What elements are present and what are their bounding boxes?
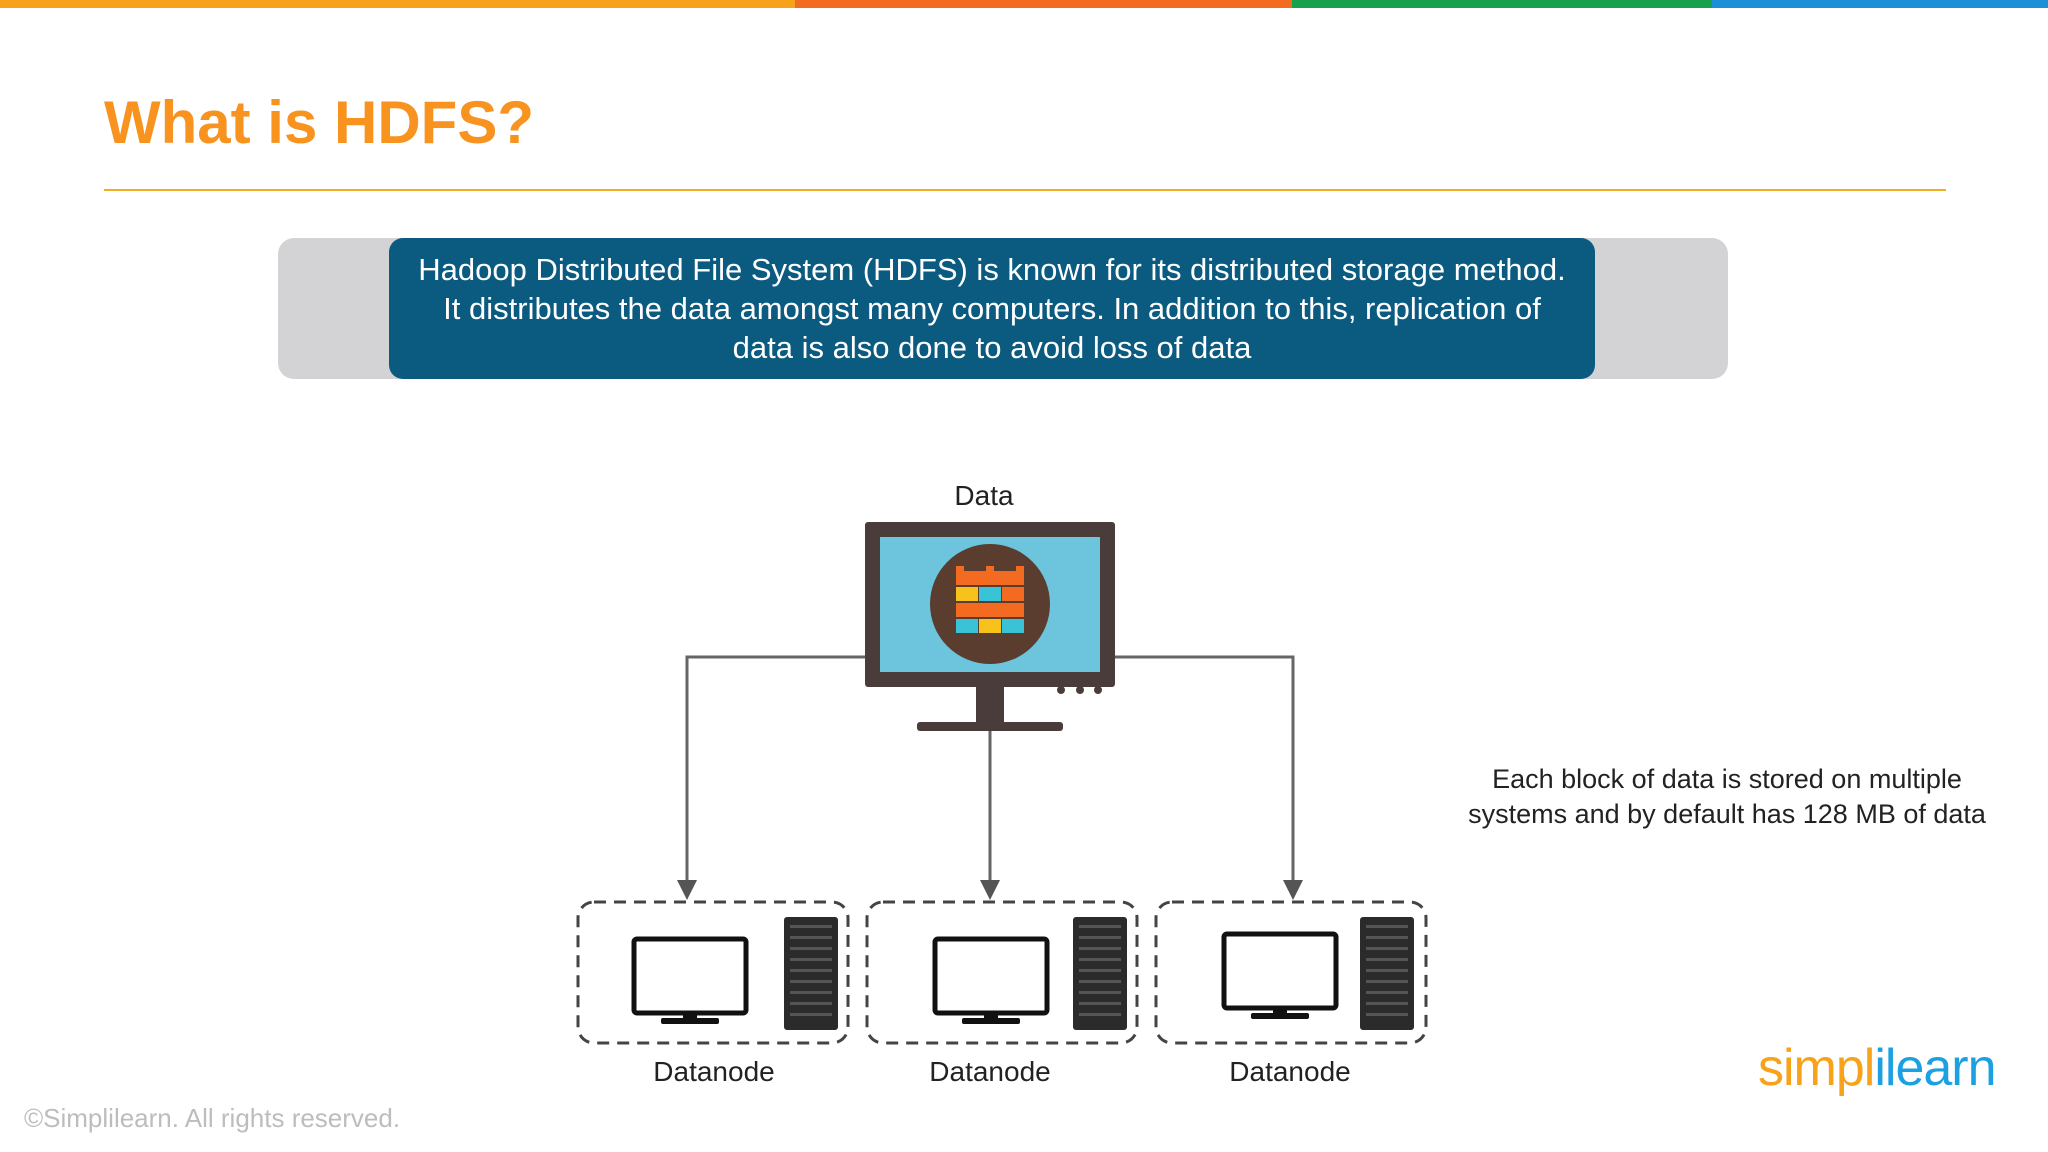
definition-line-2: It distributes the data amongst many com… [443, 291, 1541, 326]
datanode-3 [1154, 900, 1428, 1045]
simplilearn-logo: simplilearn [1758, 1038, 1997, 1098]
logo-part-1: simpl [1758, 1039, 1875, 1097]
arrowheads [677, 880, 1303, 900]
definition-box: Hadoop Distributed File System (HDFS) is… [389, 238, 1595, 379]
datanode-2 [865, 900, 1139, 1045]
top-bar-green [1292, 0, 1712, 8]
data-source-label: Data [954, 480, 1014, 511]
datanode-1 [576, 900, 850, 1045]
data-blocks-icon [956, 566, 1024, 633]
datanode-3-label: Datanode [1229, 1056, 1351, 1087]
top-bar-red-orange [795, 0, 1292, 8]
connector-right [1115, 655, 1295, 885]
top-bar-orange [0, 0, 795, 8]
arrow-head-left [677, 880, 697, 900]
note-line-2: systems and by default has 128 MB of dat… [1468, 799, 1986, 829]
top-color-bar [0, 0, 2048, 8]
arrow-head-middle [980, 880, 1000, 900]
slide-title: What is HDFS? [104, 89, 534, 156]
logo-part-2: ilearn [1874, 1039, 1996, 1097]
server-tower-icon [784, 917, 838, 1030]
title-divider [104, 189, 1946, 191]
note-line-1: Each block of data is stored on multiple [1492, 764, 1962, 794]
replication-note: Each block of data is stored on multiple… [1468, 762, 1986, 832]
top-bar-blue [1712, 0, 2048, 8]
connector-lines [685, 655, 1295, 885]
arrow-head-right [1283, 880, 1303, 900]
copyright-text: ©Simplilearn. All rights reserved. [24, 1103, 401, 1133]
connector-left [685, 655, 865, 885]
definition-line-3: data is also done to avoid loss of data [732, 330, 1252, 365]
desktop-monitor-icon [1221, 931, 1339, 1019]
server-tower-icon [1073, 917, 1127, 1030]
desktop-monitor-icon [631, 936, 749, 1024]
datanode-2-label: Datanode [929, 1056, 1051, 1087]
desktop-monitor-icon [932, 936, 1050, 1024]
definition-line-1: Hadoop Distributed File System (HDFS) is… [418, 252, 1566, 287]
server-tower-icon [1360, 917, 1414, 1030]
data-monitor-icon [865, 522, 1115, 731]
datanode-1-label: Datanode [653, 1056, 775, 1087]
